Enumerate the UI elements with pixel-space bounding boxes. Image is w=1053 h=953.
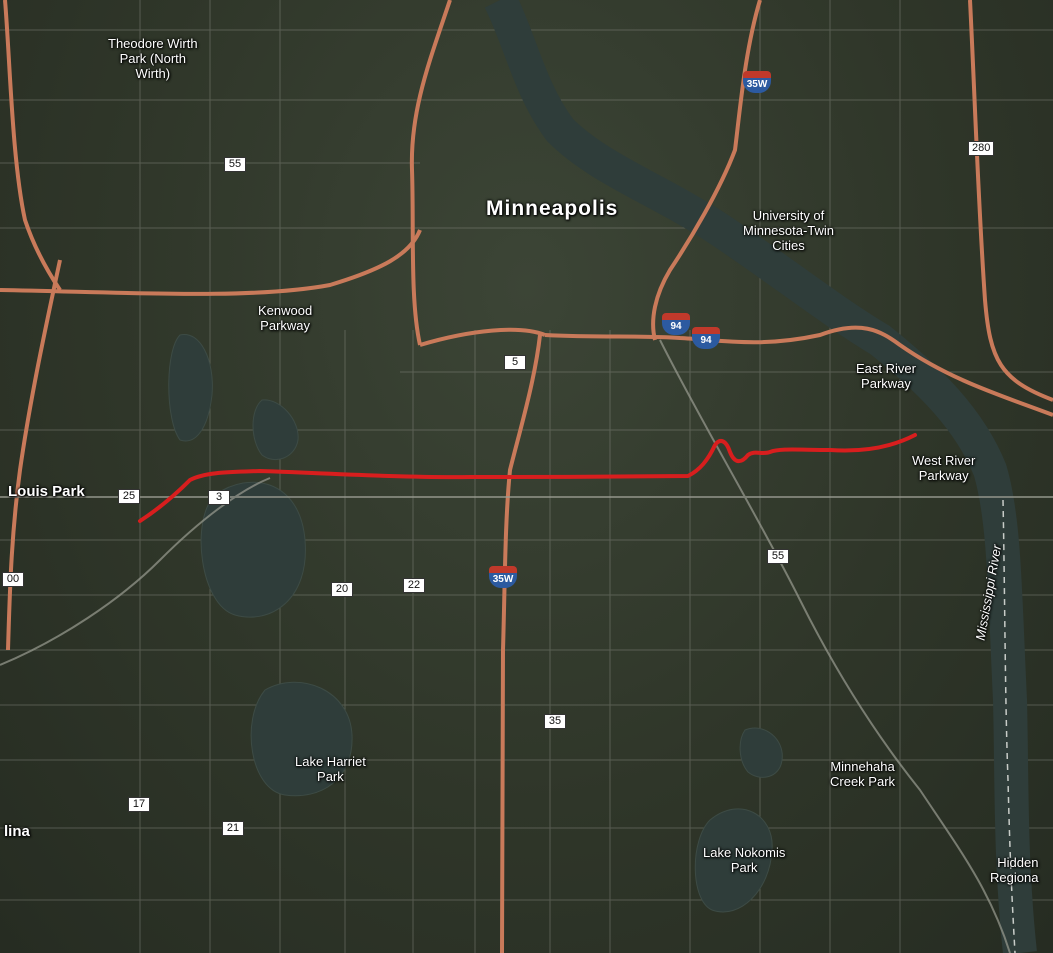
label-kenwood-parkway: Kenwood Parkway (258, 303, 313, 333)
label-edina: lina (4, 823, 30, 840)
interstate-shield-94: 94 (662, 313, 690, 339)
label-west-river-parkway: West River Parkway (912, 453, 976, 483)
arterials (0, 339, 1053, 953)
label-lake-nokomis-park: Lake Nokomis Park (703, 845, 786, 875)
label-minneapolis: Minneapolis (486, 197, 619, 220)
interstate-shield-35w: 35W (743, 71, 771, 97)
label-hidden-falls: Hidden Regiona (990, 855, 1039, 885)
route-shield-280: 280 (968, 141, 995, 156)
county-boundary (1002, 499, 1016, 953)
route-shield-55: 55 (224, 157, 246, 172)
route-shield-22: 22 (403, 578, 425, 593)
route-shield-3: 3 (208, 490, 230, 505)
route-shield-25: 25 (118, 489, 140, 504)
label-st-louis-park: Louis Park (8, 483, 85, 500)
route-shield-17: 17 (128, 797, 150, 812)
mississippi-river (484, 0, 1037, 953)
highlighted-route[interactable] (138, 433, 917, 523)
lakes (168, 334, 783, 913)
route-shield-5: 5 (504, 355, 526, 370)
route-shield-35: 35 (544, 714, 566, 729)
label-east-river-parkway: East River Parkway (856, 361, 916, 391)
route-shield-20: 20 (331, 582, 353, 597)
route-shield-55: 55 (767, 549, 789, 564)
route-shield-100: 00 (2, 572, 24, 587)
label-theodore-wirth: Theodore Wirth Park (North Wirth) (108, 36, 198, 81)
interstate-shield-35w: 35W (489, 566, 517, 592)
label-minnehaha-creek-park: Minnehaha Creek Park (830, 759, 896, 789)
interstate-shield-94: 94 (692, 327, 720, 353)
label-lake-harriet-park: Lake Harriet Park (295, 754, 366, 784)
route-shield-21: 21 (222, 821, 244, 836)
label-university: University of Minnesota-Twin Cities (743, 208, 835, 253)
